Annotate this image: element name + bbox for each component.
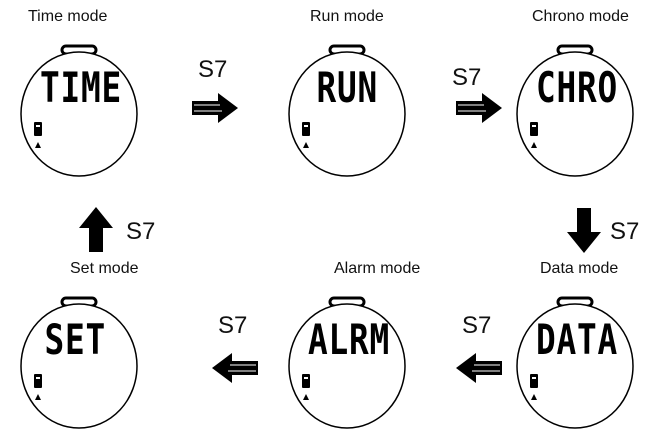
bell-icon (531, 142, 537, 148)
lcd-display: DATA (536, 315, 619, 364)
s7-label-data-to-alarm: S7 (462, 312, 492, 339)
s7-label-alarm-to-set: S7 (218, 312, 248, 339)
watch-time-mode: TIME (18, 44, 140, 178)
battery-icon (302, 374, 310, 388)
lcd-display: RUN (316, 63, 378, 112)
run-mode-label: Run mode (310, 8, 384, 25)
arrow-left-icon (212, 353, 258, 383)
bell-icon (35, 142, 41, 148)
watch-face (288, 44, 406, 177)
alarm-mode-label: Alarm mode (334, 260, 421, 277)
watch-face (20, 44, 138, 177)
battery-icon (302, 122, 310, 136)
arrow-left-icon (456, 353, 502, 383)
lcd-display: SET (44, 315, 106, 364)
watch-data-mode: DATA (514, 296, 636, 430)
watch-face (288, 296, 406, 429)
lcd-display: TIME (40, 63, 123, 112)
battery-icon (34, 374, 42, 388)
chrono-mode-label: Chrono mode (532, 8, 629, 25)
battery-icon (34, 122, 42, 136)
watch-face (20, 296, 138, 429)
bell-icon (303, 394, 309, 400)
bell-icon (303, 142, 309, 148)
s7-label-run-to-chrono: S7 (452, 64, 482, 91)
watch-face (516, 296, 634, 429)
watch-set-mode: SET (18, 296, 140, 430)
s7-label-set-to-time: S7 (126, 218, 156, 245)
lcd-display: CHRO (536, 63, 619, 112)
s7-label-time-to-run: S7 (198, 56, 228, 83)
s7-label-chrono-to-data: S7 (610, 218, 640, 245)
bell-icon (35, 394, 41, 400)
arrow-right-icon (456, 93, 502, 123)
watch-chrono-mode: CHRO (514, 44, 636, 178)
arrow-up-icon (79, 207, 113, 252)
time-mode-label: Time mode (28, 8, 108, 25)
watch-run-mode: RUN (286, 44, 408, 178)
arrow-right-icon (192, 93, 238, 123)
battery-icon (530, 374, 538, 388)
watch-alarm-mode: ALRM (286, 296, 408, 430)
lcd-display: ALRM (308, 315, 391, 364)
battery-icon (530, 122, 538, 136)
bell-icon (531, 394, 537, 400)
arrow-down-icon (567, 208, 601, 253)
set-mode-label: Set mode (70, 260, 139, 277)
data-mode-label: Data mode (540, 260, 619, 277)
watch-face (516, 44, 634, 177)
